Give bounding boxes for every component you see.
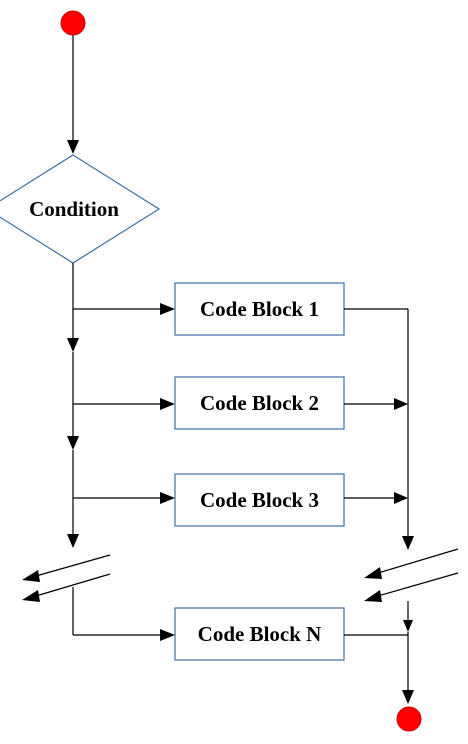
right-break-line-1	[377, 548, 459, 574]
code-block-2	[174, 376, 345, 430]
start-node	[60, 10, 86, 36]
arrowhead-trunk-2	[67, 436, 79, 450]
right-break-line-2	[377, 572, 459, 597]
condition-label: Condition	[29, 197, 119, 221]
arrowhead-block-n	[160, 629, 175, 641]
code-block-3	[174, 473, 345, 527]
left-break-arrow-1	[22, 570, 40, 582]
left-break-line-1	[35, 554, 111, 577]
arrowhead-block3	[160, 492, 175, 504]
right-break-arrow-1	[364, 567, 382, 579]
left-break-line-2	[35, 573, 111, 597]
arrowhead-trunk-3	[67, 534, 79, 548]
arrowhead-trunk-1	[67, 338, 79, 352]
arrowhead-end	[402, 690, 414, 704]
code-block-3-label: Code Block 3	[200, 488, 319, 512]
arrowhead-block2	[160, 398, 175, 410]
right-break-arrow-2	[364, 590, 382, 602]
code-block-n-label: Code Block N	[198, 622, 322, 646]
arrowhead-block3-out	[394, 492, 408, 504]
code-block-n	[174, 607, 345, 661]
arrowhead-condition	[67, 140, 79, 154]
arrowhead-merge-2	[403, 620, 413, 632]
end-node	[396, 706, 422, 732]
arrowhead-block2-out	[394, 398, 408, 410]
arrowhead-merge-1	[402, 536, 414, 550]
code-block-2-label: Code Block 2	[200, 391, 319, 415]
code-block-1-label: Code Block 1	[200, 297, 319, 321]
arrowhead-block1	[160, 303, 175, 315]
left-break-arrow-2	[22, 590, 40, 602]
